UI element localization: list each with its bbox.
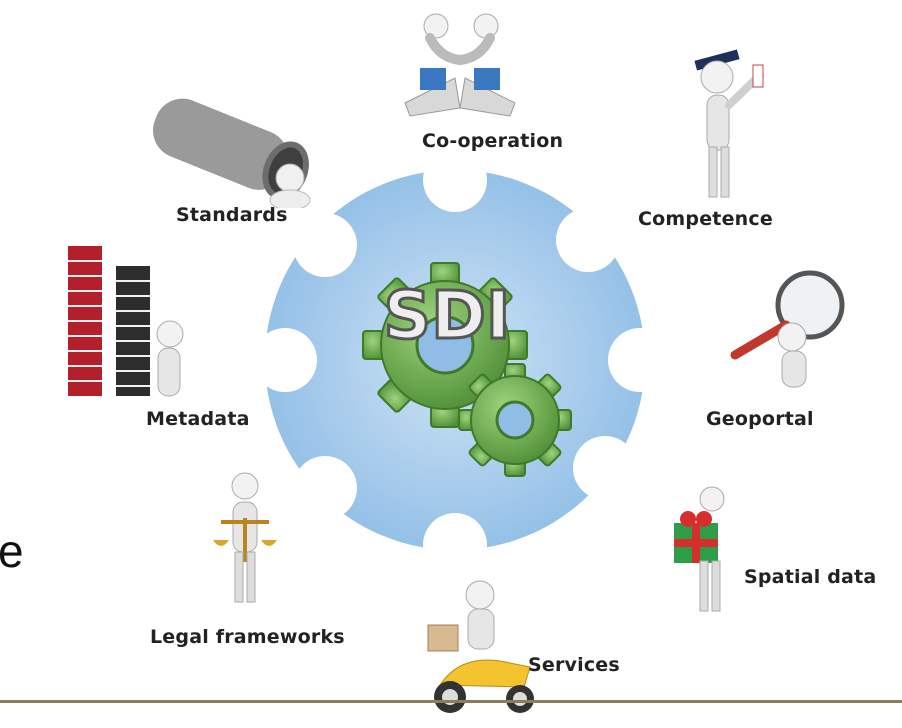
node-label-co-operation: Co-operation: [422, 130, 564, 152]
node-label-metadata: Metadata: [146, 408, 250, 430]
magnifier-figure-icon: [730, 270, 845, 388]
gift-figure-icon: [674, 486, 725, 612]
edge-text-fragment: e: [0, 525, 24, 577]
small-gear-icon: [458, 363, 572, 477]
node-label-standards: Standards: [176, 204, 288, 226]
node-label-services: Services: [528, 654, 620, 676]
node-label-legal-frameworks: Legal frameworks: [150, 626, 345, 648]
center-label: SDI: [384, 277, 511, 354]
hub-notches: [253, 148, 672, 577]
bottom-rule: [0, 700, 902, 703]
handshake-icon: [404, 13, 516, 117]
node-label-spatial-data: Spatial data: [744, 566, 877, 588]
node-label-competence: Competence: [638, 208, 773, 230]
book-stacks-figure-icon: [68, 246, 184, 397]
node-label-geoportal: Geoportal: [706, 408, 814, 430]
pipe-figure-icon: [153, 98, 311, 208]
scales-figure-icon: [213, 472, 277, 603]
graduate-figure-icon: [694, 49, 764, 198]
scooter-courier-icon: [427, 580, 534, 713]
large-gear-icon: [362, 262, 528, 428]
